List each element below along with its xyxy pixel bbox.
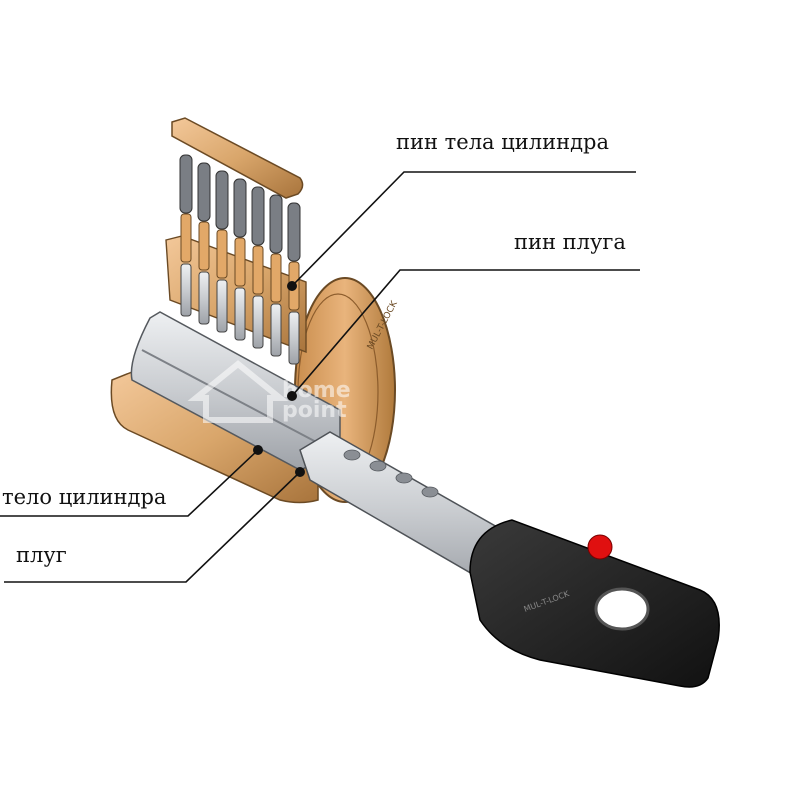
spring: [215, 170, 229, 230]
label-cylinder-body: тело цилиндра: [2, 485, 167, 509]
spring: [233, 178, 247, 238]
plug-pin: [252, 295, 264, 349]
plug-pin: [198, 271, 210, 325]
leader-plug-pin: [291, 269, 640, 397]
leader-plug: [4, 471, 301, 583]
leader-dot: [295, 467, 305, 477]
label-body-pin: пин тела цилиндра: [396, 130, 609, 154]
pin-stack: [251, 186, 265, 349]
pin-stack: [179, 154, 193, 317]
pin-stacks: [179, 154, 301, 365]
body-pin: [180, 213, 192, 263]
key-dimple: [395, 472, 413, 484]
key-indicator-red-dot: [587, 534, 613, 560]
pin-stack: [233, 178, 247, 341]
pin-stack: [269, 194, 283, 357]
body-pin: [234, 237, 246, 287]
cylinder-top-strip: [171, 117, 304, 199]
spring: [179, 154, 193, 214]
plug-groove: [141, 349, 321, 445]
leader-dot: [287, 281, 297, 291]
plug-pin: [270, 303, 282, 357]
plug-pin: [216, 279, 228, 333]
key-ring-hole: [594, 587, 650, 631]
spring: [269, 194, 283, 254]
spring: [251, 186, 265, 246]
body-pin: [270, 253, 282, 303]
leader-dot: [287, 391, 297, 401]
leader-dot: [253, 445, 263, 455]
key-dimple: [369, 460, 387, 472]
leader-cylinder-body: [0, 449, 259, 517]
body-pin: [198, 221, 210, 271]
key-dimples: [343, 449, 439, 498]
key-dimple: [421, 486, 439, 498]
plug-pin: [180, 263, 192, 317]
body-pin: [252, 245, 264, 295]
label-plug: плуг: [16, 543, 67, 567]
plug-pin: [288, 311, 300, 365]
label-plug-pin: пин плуга: [514, 230, 626, 254]
leader-lines: [0, 171, 640, 583]
cylinder-body: [110, 371, 319, 504]
leader-body-pin: [291, 171, 636, 287]
pin-stack: [287, 202, 301, 365]
watermark-line2: point: [282, 398, 347, 423]
key-dimple: [343, 449, 361, 461]
body-pin: [216, 229, 228, 279]
spring: [287, 202, 301, 262]
plug-pin: [234, 287, 246, 341]
spring: [197, 162, 211, 222]
pin-stack: [197, 162, 211, 325]
house-icon: [187, 360, 289, 423]
key-head: [469, 519, 720, 688]
pin-stack: [215, 170, 229, 333]
